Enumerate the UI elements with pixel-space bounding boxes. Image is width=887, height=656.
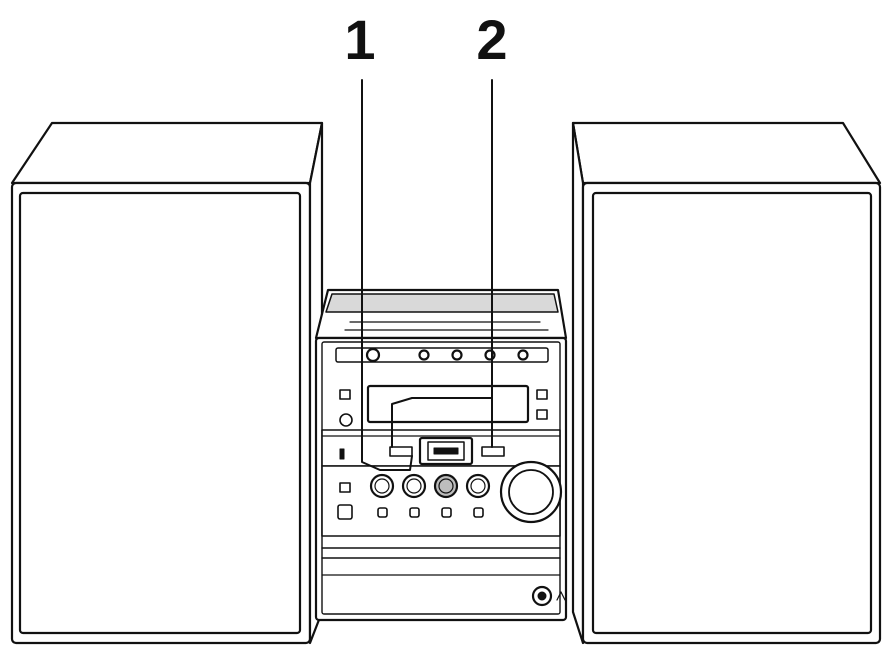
- top-button-3[interactable]: [484, 349, 496, 361]
- indicator-led: [339, 448, 345, 460]
- left-lower-button[interactable]: [339, 482, 351, 493]
- right-upper-button-a[interactable]: [536, 389, 548, 400]
- control-knob-3[interactable]: [433, 473, 459, 499]
- left-speaker-grille: [18, 191, 302, 635]
- control-knob-1[interactable]: [369, 473, 395, 499]
- right-small-button[interactable]: [481, 446, 505, 457]
- small-button-3[interactable]: [441, 507, 452, 518]
- left-small-button[interactable]: [389, 446, 413, 457]
- display-window: [366, 384, 530, 424]
- small-button-1[interactable]: [377, 507, 388, 518]
- left-round-button[interactable]: [339, 413, 353, 427]
- callout-1-leader: [361, 79, 413, 471]
- right-speaker-grille: [591, 191, 873, 635]
- control-knob-4[interactable]: [465, 473, 491, 499]
- top-button-4[interactable]: [517, 349, 529, 361]
- callout-2-label: 2: [476, 8, 508, 71]
- small-button-4[interactable]: [473, 507, 484, 518]
- power-button[interactable]: [365, 347, 381, 363]
- right-speaker: [571, 121, 882, 645]
- callout-2-leader: [391, 79, 493, 448]
- left-upper-button[interactable]: [339, 389, 351, 400]
- left-speaker: [10, 121, 324, 645]
- top-button-1[interactable]: [418, 349, 430, 361]
- left-square-button[interactable]: [337, 504, 353, 520]
- control-knob-2[interactable]: [401, 473, 427, 499]
- callout-1-label: 1: [344, 8, 376, 71]
- main-unit: [314, 288, 568, 622]
- right-upper-button-b[interactable]: [536, 409, 548, 420]
- top-button-2[interactable]: [451, 349, 463, 361]
- small-button-2[interactable]: [409, 507, 420, 518]
